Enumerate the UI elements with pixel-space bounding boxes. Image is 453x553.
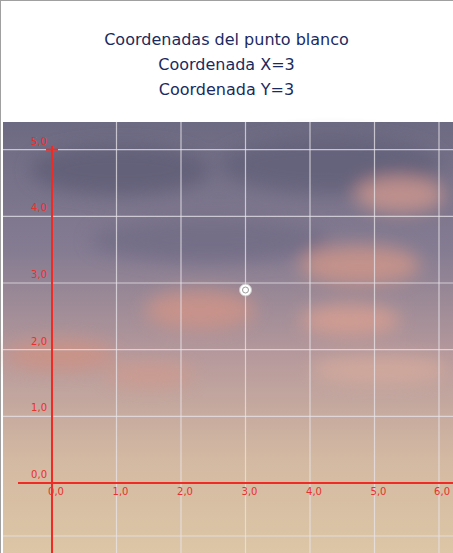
coordinate-readout: Coordenada X=3	[0, 55, 453, 75]
y-tick-label: 3,0	[31, 269, 47, 281]
y-tick-label: 5,0	[31, 136, 47, 148]
x-tick-label: 1,0	[113, 486, 129, 498]
chart-title: Coordenadas del punto blanco	[0, 30, 453, 50]
y-tick-label: 0,0	[31, 469, 47, 481]
x-tick-label: 3,0	[242, 486, 258, 498]
x-tick-label: 4,0	[306, 486, 322, 498]
grid-lines	[3, 122, 453, 553]
white-point	[240, 284, 252, 296]
axes	[18, 146, 453, 553]
x-tick-label: 0,0	[48, 486, 64, 498]
coordinate-readout: Coordenada Y=3	[0, 80, 453, 100]
y-tick-label: 4,0	[31, 202, 47, 214]
sky-photo	[3, 122, 453, 553]
x-tick-label: 6,0	[434, 486, 450, 498]
y-tick-label: 1,0	[31, 402, 47, 414]
x-tick-label: 2,0	[177, 486, 193, 498]
x-tick-label: 5,0	[371, 486, 387, 498]
y-tick-label: 2,0	[31, 336, 47, 348]
